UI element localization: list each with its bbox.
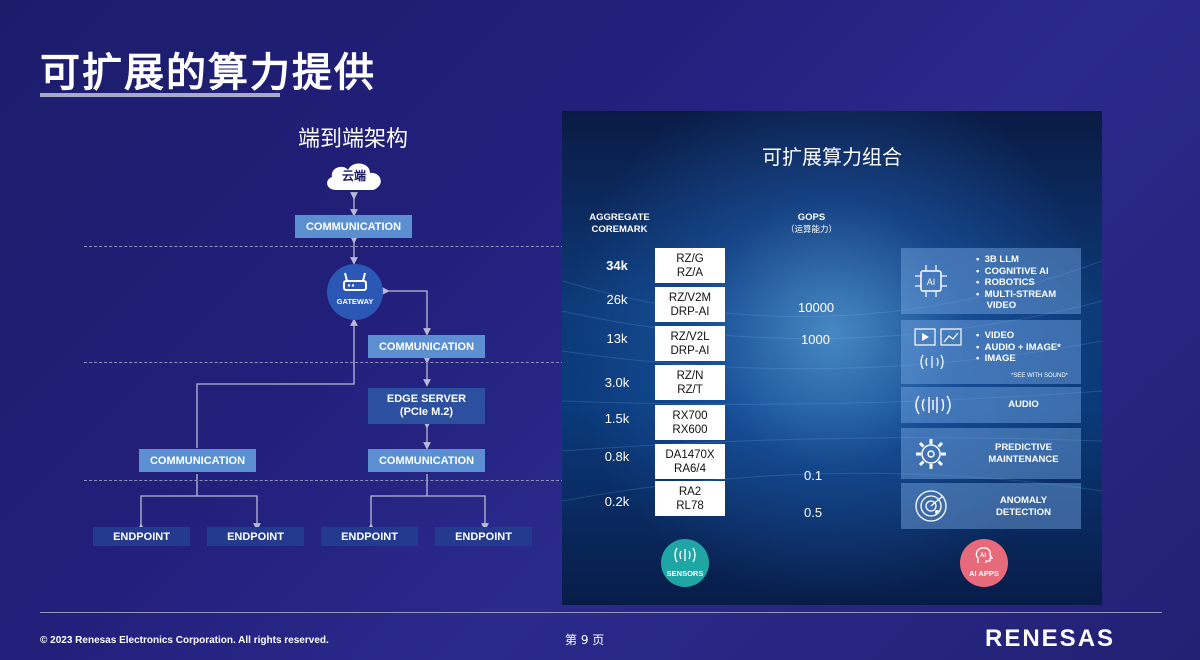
audio-label: AUDIO	[1008, 399, 1039, 410]
communication-box-edge: COMMUNICATION	[368, 449, 485, 472]
gops-header: GOPS （运算能力）	[785, 212, 837, 235]
gateway-node	[327, 264, 383, 320]
gops-value: 1000	[801, 332, 830, 347]
predictive-maintenance-card: PREDICTIVE MAINTENANCE	[901, 428, 1081, 479]
gops-value: 10000	[798, 300, 835, 315]
tier-divider	[84, 362, 564, 363]
coremark-value: 34k	[606, 258, 628, 273]
coremark-value: 1.5k	[604, 411, 630, 426]
page-title: 可扩展的算力提供	[40, 50, 376, 96]
coremark-value: 0.2k	[604, 494, 630, 509]
endpoint-box: ENDPOINT	[207, 527, 304, 546]
anomaly-detection-label: ANOMALY DETECTION	[996, 495, 1051, 518]
footer-divider	[40, 612, 1162, 613]
title-underline	[40, 93, 280, 97]
media-workloads-card: • VIDEO • AUDIO + IMAGE* • IMAGE *SEE WI…	[901, 320, 1081, 384]
ai-workloads-card: AI • 3B LLM • COGNITIVE AI • ROBOTICS • …	[901, 248, 1081, 314]
gear-icon	[916, 439, 946, 469]
compute-heading: 可扩展算力组合	[762, 145, 902, 169]
endpoint-box: ENDPOINT	[93, 527, 190, 546]
gops-value: 0.5	[804, 505, 823, 520]
background-light-streaks	[562, 260, 1102, 502]
coremark-value: 13k	[606, 331, 628, 346]
ai-workload-list: • 3B LLM • COGNITIVE AI • ROBOTICS • MUL…	[976, 254, 1057, 311]
gateway-label: GATEWAY	[336, 297, 374, 306]
audio-card: AUDIO	[901, 387, 1081, 423]
audio-wave-icon	[915, 395, 951, 415]
media-footnote: *SEE WITH SOUND*	[1011, 373, 1069, 379]
communication-box-left: COMMUNICATION	[139, 449, 256, 472]
media-workload-list: • VIDEO • AUDIO + IMAGE* • IMAGE	[976, 330, 1061, 364]
edge-server-box: EDGE SERVER (PCIe M.2)	[368, 388, 485, 424]
page-number: 第 9 页	[565, 633, 605, 647]
media-icon	[914, 328, 962, 370]
coremark-value: 26k	[606, 292, 628, 307]
cloud-icon	[327, 163, 381, 190]
router-icon	[343, 272, 367, 291]
ai-chip-icon: AI	[915, 265, 947, 297]
renesas-logo: RENESAS	[985, 625, 1116, 652]
ai-head-icon: AI	[975, 547, 994, 563]
tier-divider	[84, 480, 564, 481]
endpoint-box: ENDPOINT	[321, 527, 418, 546]
architecture-heading: 端到端架构	[298, 127, 409, 152]
tier-divider	[84, 246, 564, 247]
svg-text:AI: AI	[980, 553, 986, 559]
compute-panel: 可扩展算力组合 AGGREGATE COREMARK GOPS （运算能力） 3…	[562, 111, 1102, 605]
sensor-wave-icon	[674, 547, 696, 563]
coremark-value: 0.8k	[604, 449, 630, 464]
ai-apps-badge: AI AI APPS	[960, 539, 1008, 587]
predictive-maintenance-label: PREDICTIVE MAINTENANCE	[988, 442, 1059, 465]
sensors-badge: SENSORS	[661, 539, 709, 587]
gops-value: 0.1	[804, 468, 823, 483]
radar-icon	[915, 490, 947, 522]
cloud-label: 云端	[341, 169, 366, 183]
communication-box-cloud: COMMUNICATION	[295, 215, 412, 238]
copyright: © 2023 Renesas Electronics Corporation. …	[40, 635, 329, 646]
communication-box-gateway: COMMUNICATION	[368, 335, 485, 358]
coremark-header: AGGREGATE COREMARK	[589, 212, 650, 235]
architecture-connectors	[137, 192, 489, 531]
endpoint-box: ENDPOINT	[435, 527, 532, 546]
svg-text:AI: AI	[927, 277, 936, 287]
coremark-value: 3.0k	[604, 375, 630, 390]
anomaly-detection-card: ANOMALY DETECTION	[901, 483, 1081, 529]
